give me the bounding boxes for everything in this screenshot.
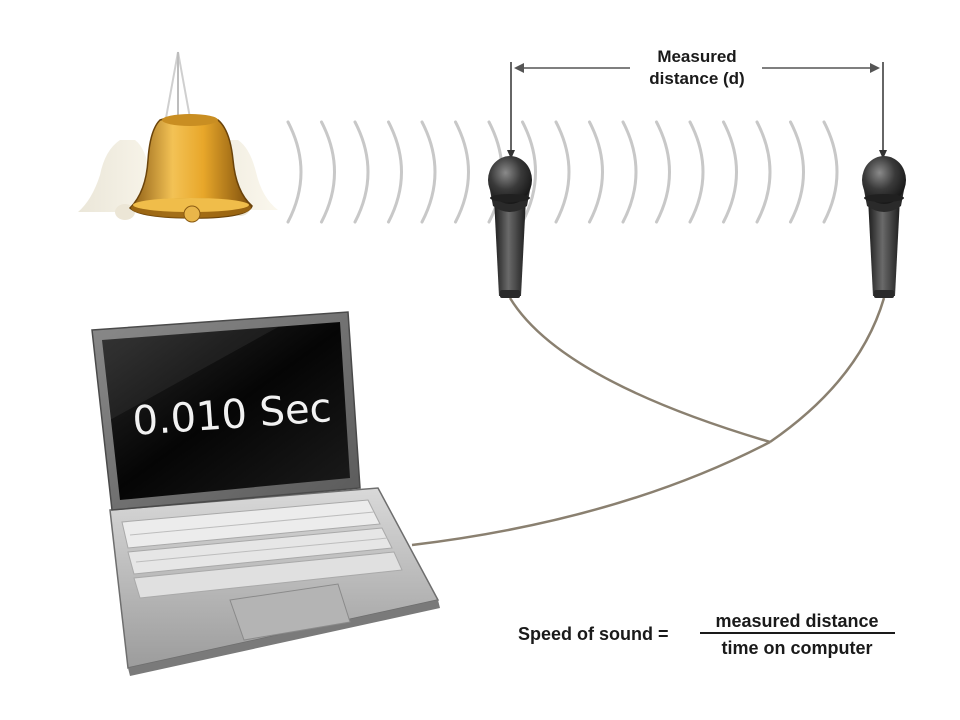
formula-numerator: measured distance [715, 611, 878, 631]
speed-formula: Speed of sound = measured distance time … [518, 611, 895, 658]
sound-wave-arc [822, 120, 839, 224]
sound-wave-arc [789, 120, 805, 224]
bell-icon [78, 51, 278, 223]
sound-wave-arc [655, 120, 671, 224]
sound-wave-arc [387, 120, 403, 224]
formula-lhs: Speed of sound = [518, 624, 669, 644]
microphone-cables [411, 297, 886, 547]
sound-wave-arc [320, 120, 336, 224]
distance-label-line2: distance (d) [649, 69, 744, 88]
sound-wave-arc [353, 120, 370, 224]
sound-wave-arc [722, 120, 738, 224]
microphone-icon [862, 156, 906, 298]
sound-wave-arc [621, 120, 638, 224]
sound-waves [286, 120, 839, 224]
formula-denominator: time on computer [721, 638, 872, 658]
sound-wave-arc [688, 120, 705, 224]
distance-arrow [507, 62, 887, 159]
microphone-icon [488, 156, 532, 298]
sound-wave-arc [521, 120, 537, 224]
sound-wave-arc [286, 120, 303, 224]
distance-label-line1: Measured [657, 47, 736, 66]
sound-wave-arc [588, 120, 604, 224]
sound-wave-arc [554, 120, 571, 224]
sound-wave-arc [420, 120, 437, 224]
sound-wave-arc [454, 120, 470, 224]
sound-wave-arc [755, 120, 772, 224]
laptop-icon [91, 311, 440, 676]
